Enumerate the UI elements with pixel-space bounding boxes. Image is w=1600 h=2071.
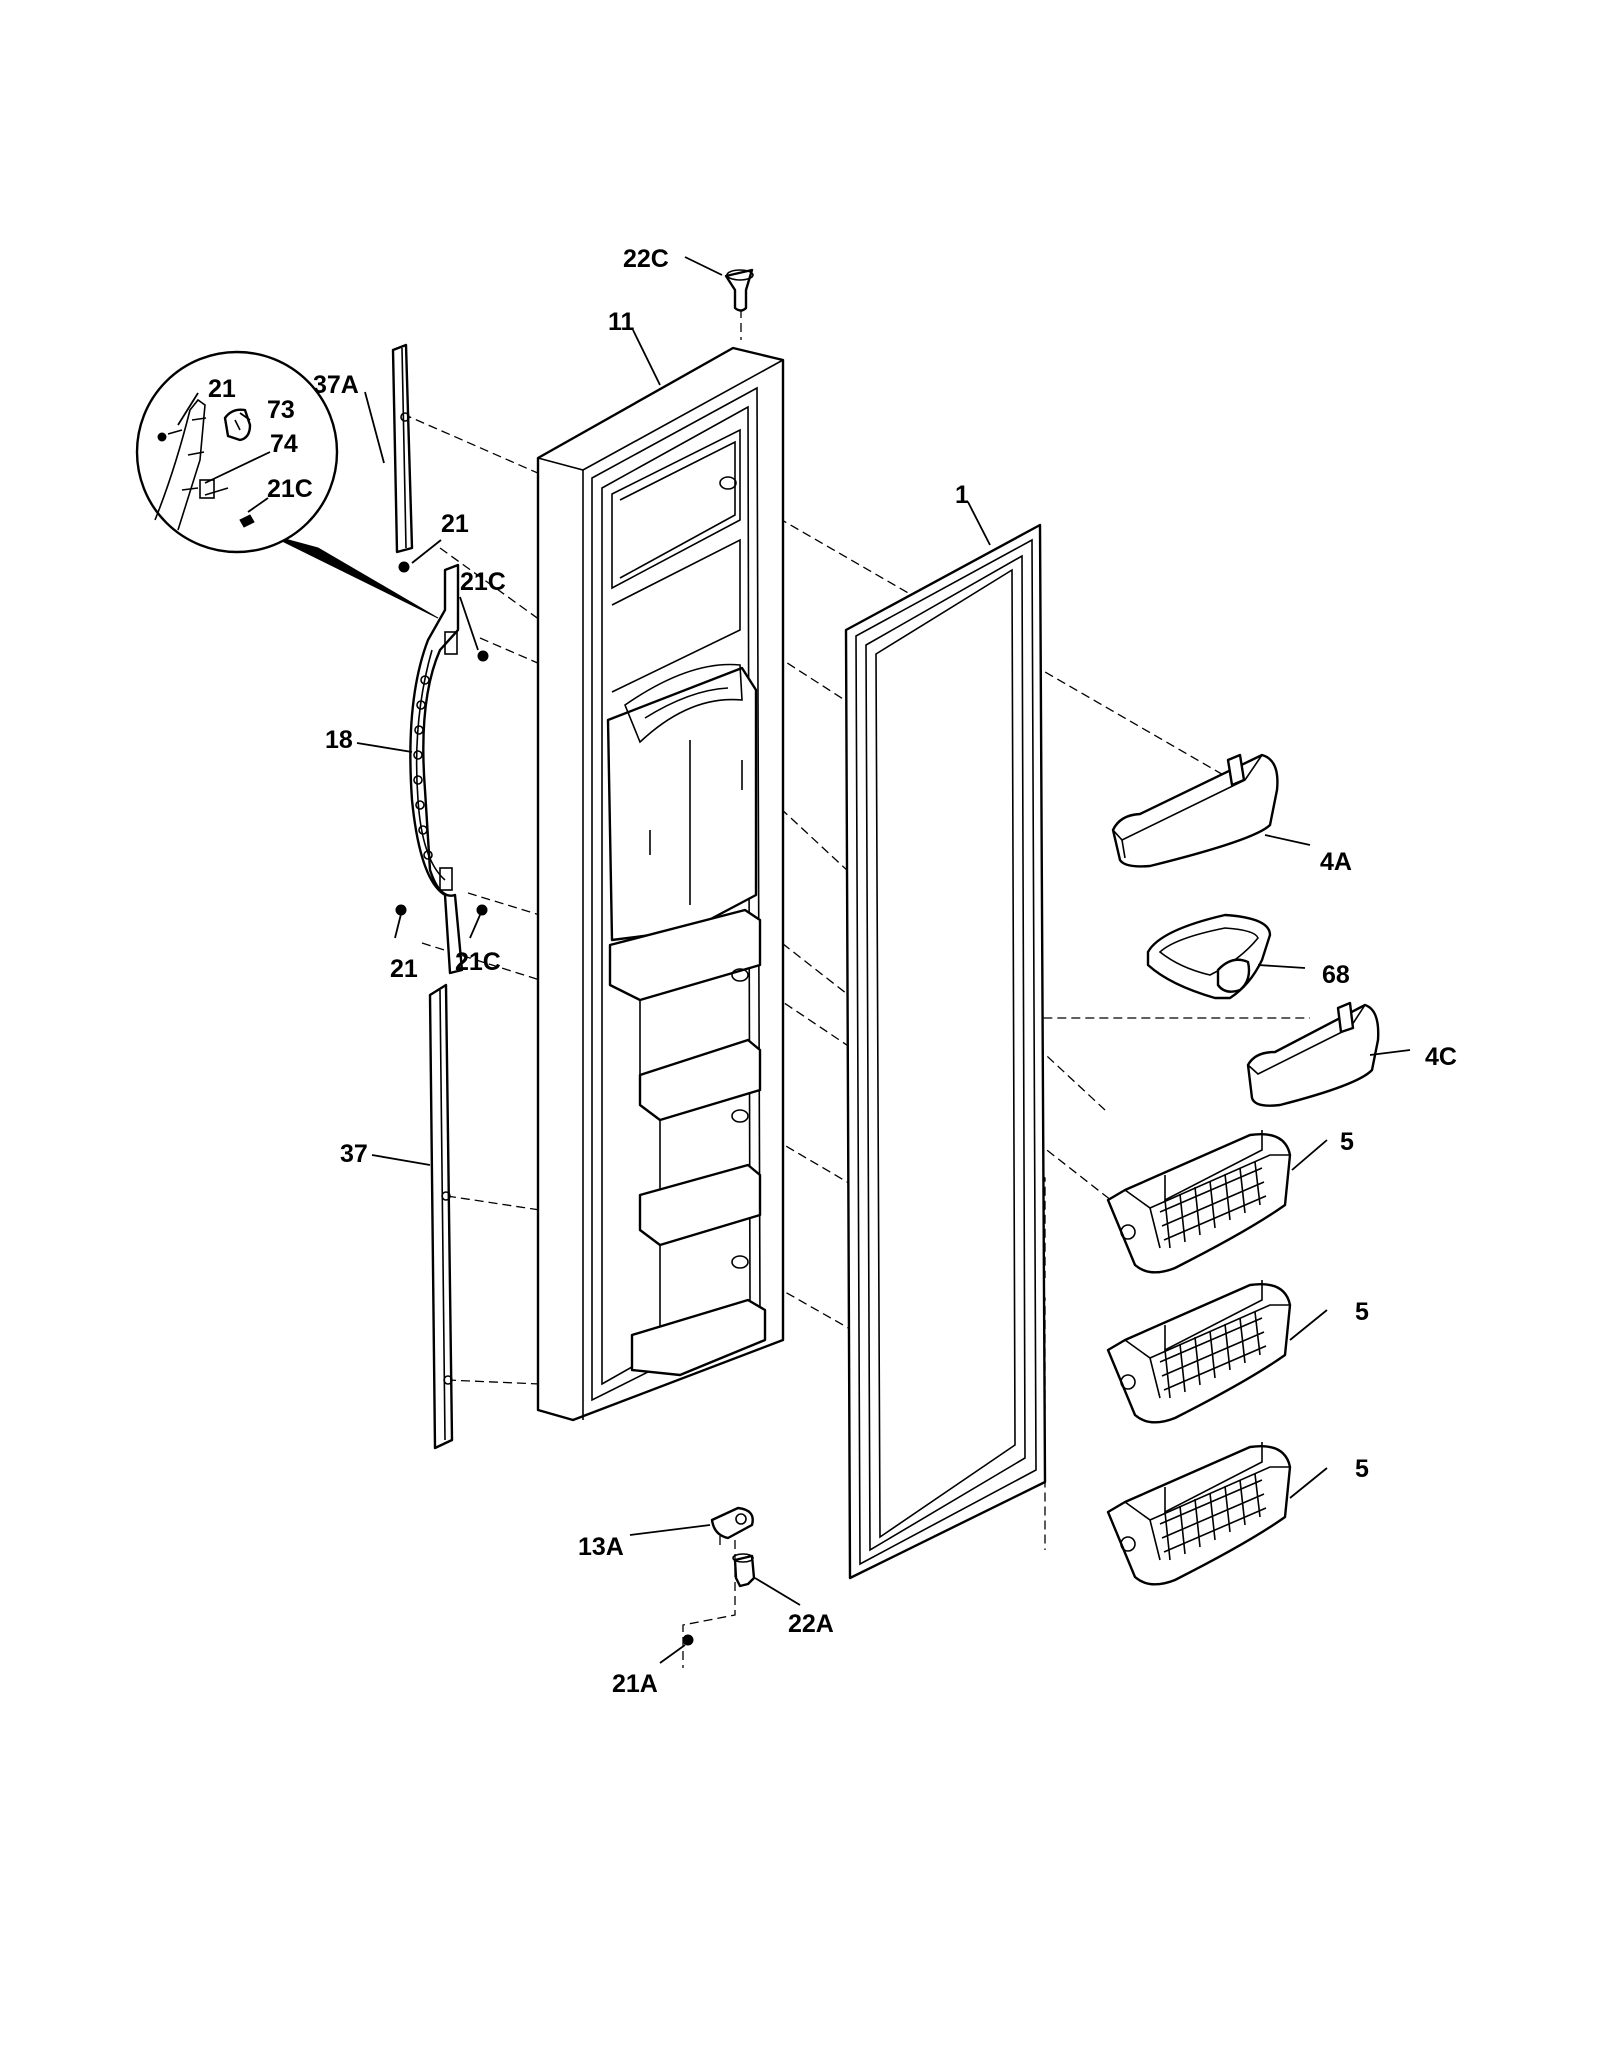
label-inset-74: 74 [270, 430, 298, 458]
label-5-second: 5 [1355, 1298, 1369, 1326]
label-21a: 21A [612, 1670, 658, 1698]
label-37a: 37A [313, 371, 359, 399]
label-13a: 13A [578, 1533, 624, 1561]
label-inset-73: 73 [267, 396, 295, 424]
top-trim-37a [391, 343, 414, 554]
label-4a: 4A [1320, 848, 1352, 876]
wire-grid [1159, 1130, 1267, 1249]
door-outer-panel [536, 346, 785, 1422]
screw-21-bottom [395, 904, 407, 916]
wire-grid [1159, 1442, 1267, 1561]
screws [395, 561, 694, 1646]
door-gasket [844, 523, 1047, 1580]
screw-21c-top [477, 650, 489, 662]
label-21c-top: 21C [460, 568, 506, 596]
label-22a: 22A [788, 1610, 834, 1638]
label-37: 37 [340, 1140, 368, 1168]
screw-21c-bottom [476, 904, 488, 916]
wire-basket-5-2 [1106, 1280, 1292, 1424]
label-21-bottom: 21 [390, 955, 418, 983]
label-68: 68 [1322, 961, 1350, 989]
hinge-plate-13a [710, 1506, 754, 1540]
label-21-top: 21 [441, 510, 469, 538]
label-11: 11 [608, 308, 635, 336]
detail-inset [135, 350, 439, 619]
label-1: 1 [955, 481, 969, 509]
bottom-trim-37 [428, 983, 454, 1450]
hinge-bushing-22c [724, 268, 754, 312]
ice-chute-68 [1146, 913, 1272, 1000]
door-bin-4a [1111, 753, 1279, 868]
label-4c: 4C [1425, 1043, 1457, 1071]
hinge-pin-22a [732, 1553, 756, 1588]
door-bin-4c [1246, 1001, 1380, 1107]
wire-grid [1159, 1280, 1267, 1399]
detail-screw-21c [239, 514, 255, 528]
label-22c: 22C [623, 245, 669, 273]
label-inset-21c: 21C [267, 475, 313, 503]
handle-grip-dots [413, 675, 433, 860]
label-5-third: 5 [1355, 1455, 1369, 1483]
label-18: 18 [325, 726, 353, 754]
screw-21a [682, 1634, 694, 1646]
screw-21-top [398, 561, 410, 573]
handle-18 [409, 563, 464, 975]
label-5-first: 5 [1340, 1128, 1354, 1156]
wire-basket-5-3 [1106, 1442, 1292, 1586]
wire-basket-5-1 [1106, 1130, 1292, 1274]
label-inset-21: 21 [208, 375, 236, 403]
callout-labels: 22C 11 1 37A 21 73 74 21C 21 21C 18 21 2… [208, 245, 1457, 1698]
label-21c-bottom: 21C [455, 948, 501, 976]
leader-lines [177, 256, 1411, 1664]
detail-screw-21 [157, 432, 167, 442]
detail-pointer [269, 534, 439, 619]
